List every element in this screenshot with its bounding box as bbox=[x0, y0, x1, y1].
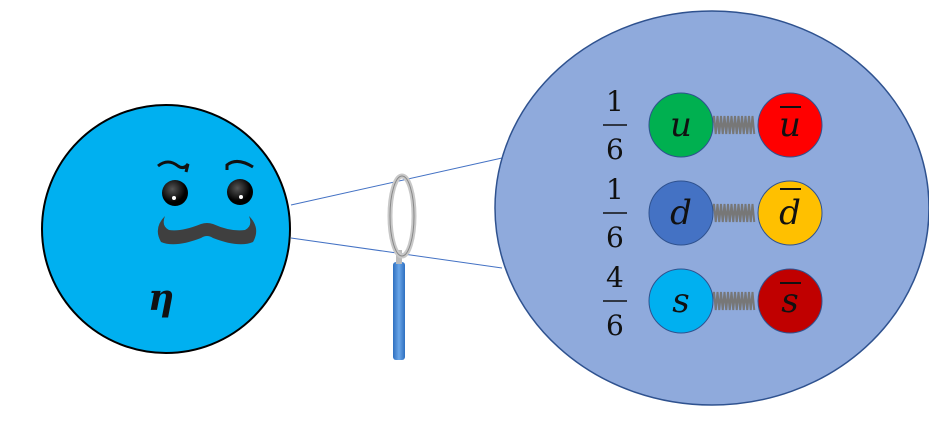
fraction-denominator: 6 bbox=[606, 309, 624, 342]
mustache-icon bbox=[157, 216, 257, 245]
quark-row: 4 6 s s bbox=[603, 261, 823, 342]
fraction-denominator: 6 bbox=[606, 221, 624, 254]
spring-icon bbox=[711, 115, 756, 135]
fraction-numerator: 1 bbox=[606, 173, 624, 206]
fraction-denominator: 6 bbox=[606, 133, 624, 166]
antiquark-label: u bbox=[779, 105, 801, 145]
quark-label: s bbox=[672, 281, 689, 321]
antiquark-ball bbox=[757, 180, 823, 246]
antiquark-label: s bbox=[781, 281, 798, 321]
antiquark-ball bbox=[757, 268, 823, 334]
left-eyebrow-icon bbox=[157, 160, 190, 173]
quark-row: 1 6 d d bbox=[603, 173, 823, 254]
particle-label: η bbox=[148, 277, 174, 319]
spring-icon bbox=[711, 203, 756, 223]
right-eye-icon bbox=[227, 179, 253, 205]
quark-ball bbox=[648, 180, 714, 246]
quark-label: d bbox=[670, 193, 692, 233]
spring-icon bbox=[711, 291, 756, 311]
left-eye-icon bbox=[162, 180, 188, 206]
quark-row: 1 6 u u bbox=[603, 85, 823, 166]
antiquark-label: d bbox=[779, 193, 801, 233]
fraction-numerator: 1 bbox=[606, 85, 624, 118]
right-eyebrow-icon bbox=[225, 160, 254, 170]
particle-circle: η bbox=[41, 104, 291, 354]
quark-label: u bbox=[670, 105, 692, 145]
antiquark-ball bbox=[757, 92, 823, 158]
magnifying-glass-icon bbox=[387, 173, 417, 360]
quark-ball bbox=[648, 268, 714, 334]
fraction-numerator: 4 bbox=[606, 261, 624, 294]
quark-ball bbox=[648, 92, 714, 158]
